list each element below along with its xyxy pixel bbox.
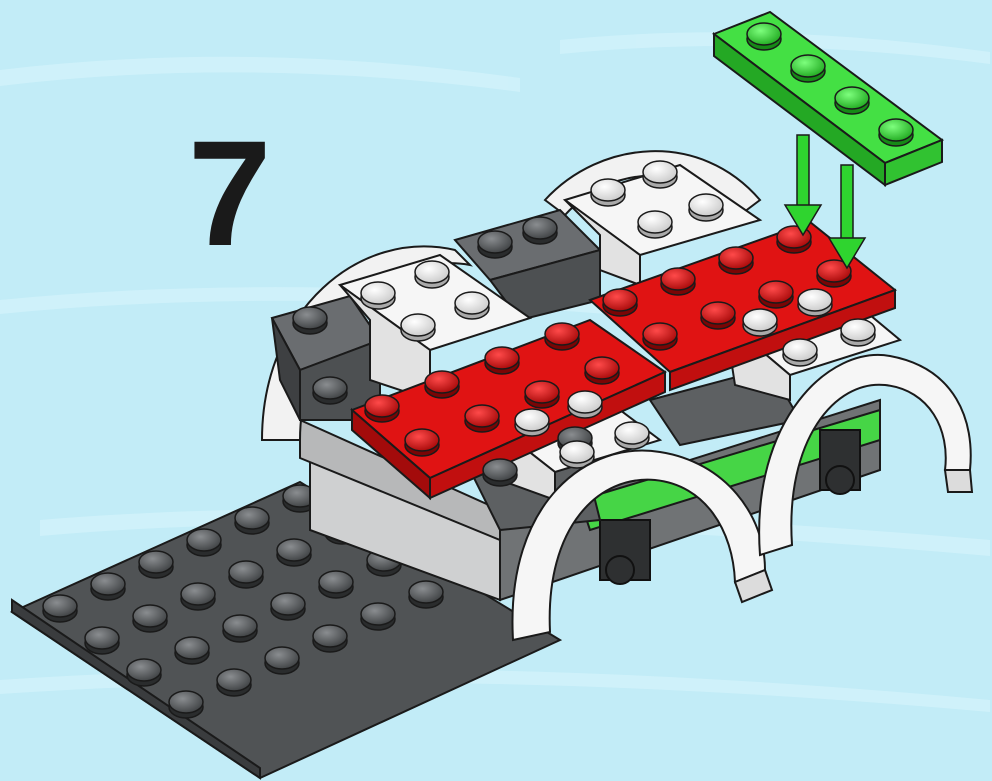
stud: [545, 323, 579, 350]
stud: [319, 571, 353, 598]
placement-arrow-left: [785, 135, 821, 235]
stud: [409, 581, 443, 608]
stud: [175, 637, 209, 664]
stud: [293, 307, 327, 334]
stud: [235, 507, 269, 534]
stud: [585, 357, 619, 384]
stud: [217, 669, 251, 696]
stud: [743, 309, 777, 336]
stud: [139, 551, 173, 578]
stud: [603, 289, 637, 316]
stud: [478, 231, 512, 258]
stud: [181, 583, 215, 610]
stud: [401, 314, 435, 341]
stud: [841, 319, 875, 346]
stud: [425, 371, 459, 398]
stud: [798, 289, 832, 316]
stud: [455, 292, 489, 319]
stud: [127, 659, 161, 686]
stud: [365, 395, 399, 422]
stud: [879, 119, 913, 146]
stud: [515, 409, 549, 436]
stud: [91, 573, 125, 600]
stud: [689, 194, 723, 221]
stud: [465, 405, 499, 432]
stud: [719, 247, 753, 274]
stud: [313, 625, 347, 652]
stud: [638, 211, 672, 238]
stud: [415, 261, 449, 288]
stud: [791, 55, 825, 82]
stud: [523, 217, 557, 244]
stud: [405, 429, 439, 456]
stud: [643, 323, 677, 350]
stud: [43, 595, 77, 622]
stud: [759, 281, 793, 308]
stud: [485, 347, 519, 374]
stud: [169, 691, 203, 718]
stud: [361, 282, 395, 309]
stud: [835, 87, 869, 114]
stud: [483, 459, 517, 486]
stud: [568, 391, 602, 418]
stud: [265, 647, 299, 674]
stud: [271, 593, 305, 620]
stud: [277, 539, 311, 566]
stud: [661, 268, 695, 295]
stud: [223, 615, 257, 642]
stud: [85, 627, 119, 654]
stud: [525, 381, 559, 408]
stud: [591, 179, 625, 206]
stud: [701, 302, 735, 329]
green-1x4-plate: [714, 12, 942, 185]
stud: [133, 605, 167, 632]
stud: [643, 161, 677, 188]
stud: [229, 561, 263, 588]
stud: [615, 422, 649, 449]
stud: [747, 23, 781, 50]
stud: [313, 377, 347, 404]
stud: [783, 339, 817, 366]
stud: [361, 603, 395, 630]
stud: [187, 529, 221, 556]
